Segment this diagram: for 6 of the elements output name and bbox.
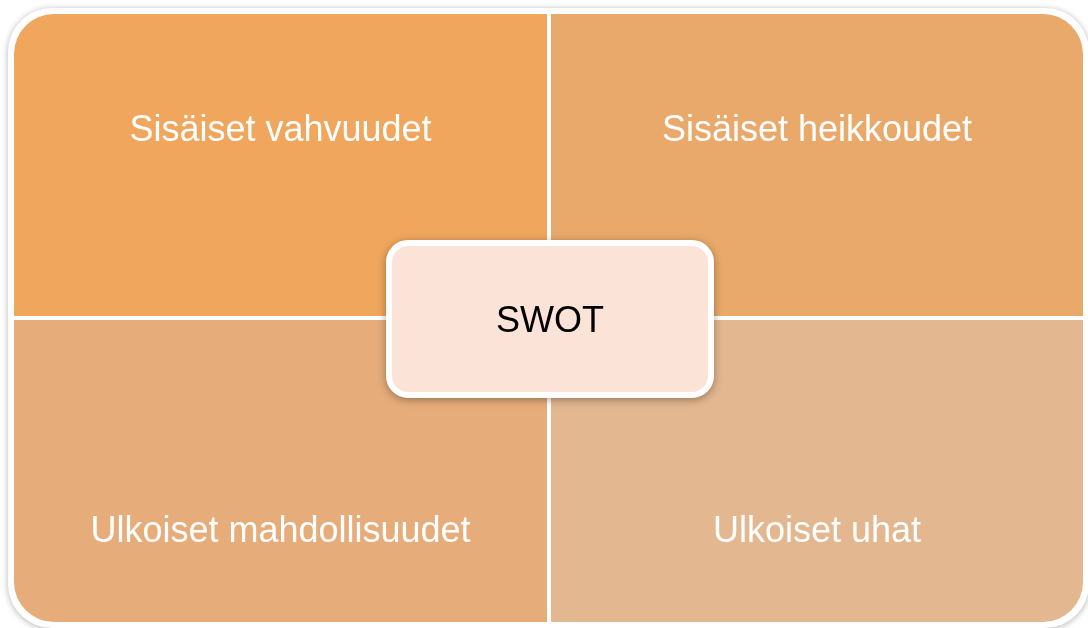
quadrant-label: Sisäiset vahvuudet: [129, 107, 432, 151]
center-box: [386, 240, 714, 398]
quadrant-label: Ulkoiset uhat: [712, 508, 922, 552]
quadrant-label: Sisäiset heikkoudet: [661, 107, 973, 151]
quadrant-label: Ulkoiset mahdollisuudet: [90, 508, 471, 552]
quadrant-label: SWOT: [496, 297, 604, 342]
